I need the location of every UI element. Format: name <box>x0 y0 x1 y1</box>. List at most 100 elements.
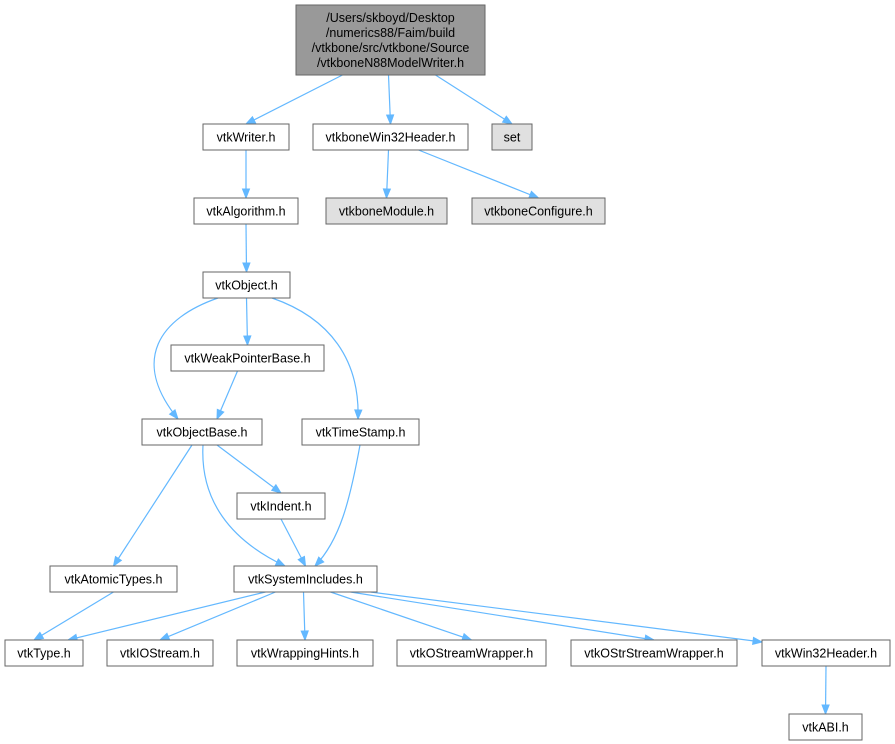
edge-vtkSystemIncludes-to-vtkWin32Header <box>370 591 764 645</box>
node-vtkIndent[interactable]: vtkIndent.h <box>236 492 326 520</box>
edge-vtkWin32Header-to-vtkABI-arrowhead <box>821 704 830 716</box>
node-vtkAtomicTypes[interactable]: vtkAtomicTypes.h <box>49 565 178 593</box>
node-vtkObjectBase-box <box>141 418 263 446</box>
node-vtkObject-box <box>202 271 291 299</box>
node-vtkABI-label: vtkABI.h <box>802 721 849 735</box>
node-vtkABI[interactable]: vtkABI.h <box>788 713 863 741</box>
edge-vtkObjectBase-to-vtkAtomicTypes-arrowhead <box>112 555 123 568</box>
edge-root-to-vtkboneWin32Header <box>385 74 395 126</box>
node-vtkWin32Header-label: vtkWin32Header.h <box>775 647 877 661</box>
node-vtkboneModule[interactable]: vtkboneModule.h <box>325 197 448 225</box>
edge-vtkboneWin32Header-to-vtkboneModule-arrowhead <box>382 188 392 200</box>
node-vtkboneConfigure-box <box>471 197 606 225</box>
edge-root-to-set-arrowhead <box>501 115 514 125</box>
edge-vtkAtomicTypes-to-vtkType-arrowhead <box>32 631 45 641</box>
edge-vtkSystemIncludes-to-vtkIOStream-line <box>159 591 276 641</box>
nodes-layer: /Users/skboyd/Desktop/numerics88/Faim/bu… <box>4 4 891 741</box>
edge-vtkTimeStamp-to-vtkSystemIncludes-arrowhead <box>314 556 325 567</box>
node-vtkOStrStreamWrapper-box <box>570 639 738 667</box>
edge-vtkObjectBase-to-vtkSystemIncludes-arrowhead <box>274 558 287 567</box>
node-vtkObject-label: vtkObject.h <box>215 279 278 293</box>
node-vtkType-box <box>4 639 84 667</box>
node-vtkWin32Header-box <box>761 639 891 667</box>
node-vtkWeakPointerBase-box <box>170 344 325 372</box>
node-vtkABI-box <box>788 713 863 741</box>
node-vtkWeakPointerBase[interactable]: vtkWeakPointerBase.h <box>170 344 325 372</box>
node-vtkboneWin32Header-box <box>312 123 469 151</box>
node-vtkAtomicTypes-box <box>49 565 178 593</box>
edge-vtkObjectBase-to-vtkIndent-line <box>216 444 282 494</box>
node-vtkType-label: vtkType.h <box>17 647 71 661</box>
node-vtkOStrStreamWrapper[interactable]: vtkOStrStreamWrapper.h <box>570 639 738 667</box>
edge-vtkboneWin32Header-to-vtkboneConfigure-line <box>418 149 539 199</box>
edge-vtkSystemIncludes-to-vtkWin32Header-line <box>370 591 763 643</box>
node-vtkTimeStamp[interactable]: vtkTimeStamp.h <box>301 418 420 446</box>
node-vtkAtomicTypes-label: vtkAtomicTypes.h <box>65 573 163 587</box>
edge-vtkObject-to-vtkTimeStamp <box>271 297 363 421</box>
node-vtkAlgorithm-label: vtkAlgorithm.h <box>206 205 285 219</box>
node-vtkWriter-label: vtkWriter.h <box>217 131 276 145</box>
node-vtkObject[interactable]: vtkObject.h <box>202 271 291 299</box>
node-vtkOStrStreamWrapper-label: vtkOStrStreamWrapper.h <box>584 647 723 661</box>
edge-vtkObject-to-vtkTimeStamp-line <box>271 297 359 420</box>
edge-vtkWeakPointerBase-to-vtkObjectBase-arrowhead <box>216 408 225 421</box>
node-vtkboneConfigure[interactable]: vtkboneConfigure.h <box>471 197 606 225</box>
node-vtkAlgorithm-box <box>193 197 299 225</box>
node-vtkWeakPointerBase-label: vtkWeakPointerBase.h <box>184 352 310 366</box>
node-vtkWriter[interactable]: vtkWriter.h <box>202 123 290 151</box>
edge-vtkObject-to-vtkObjectBase-line <box>153 297 219 420</box>
node-set-label: set <box>504 131 521 145</box>
node-vtkWrappingHints[interactable]: vtkWrappingHints.h <box>236 639 374 667</box>
edge-vtkObjectBase-to-vtkIndent <box>216 444 283 494</box>
edge-vtkObject-to-vtkWeakPointerBase <box>243 297 252 347</box>
node-root[interactable]: /Users/skboyd/Desktop/numerics88/Faim/bu… <box>295 4 486 76</box>
edge-vtkObject-to-vtkTimeStamp-arrowhead <box>354 409 363 421</box>
node-vtkSystemIncludes[interactable]: vtkSystemIncludes.h <box>233 565 378 593</box>
node-vtkboneModule-label: vtkboneModule.h <box>339 205 434 219</box>
edge-vtkSystemIncludes-to-vtkOStrStreamWrapper <box>350 591 656 643</box>
edge-vtkAtomicTypes-to-vtkType-line <box>33 591 114 641</box>
edge-vtkObjectBase-to-vtkIndent-arrowhead <box>270 483 283 494</box>
edge-vtkSystemIncludes-to-vtkWin32Header-arrowhead <box>752 636 764 645</box>
node-root-label-line-3: /vtkbone/src/vtkbone/Source <box>312 41 470 55</box>
node-vtkOStreamWrapper-label: vtkOStreamWrapper.h <box>410 647 533 661</box>
node-vtkTimeStamp-label: vtkTimeStamp.h <box>316 426 406 440</box>
edge-root-to-vtkWriter <box>244 74 343 125</box>
edge-vtkboneWin32Header-to-vtkboneConfigure <box>418 149 540 199</box>
edge-vtkWeakPointerBase-to-vtkObjectBase <box>216 370 239 421</box>
edge-vtkAlgorithm-to-vtkObject <box>242 223 251 274</box>
edge-vtkAlgorithm-to-vtkObject-arrowhead <box>242 262 251 274</box>
node-vtkOStreamWrapper-box <box>396 639 547 667</box>
edge-root-to-set-line <box>435 74 513 125</box>
edge-vtkTimeStamp-to-vtkSystemIncludes-line <box>314 444 361 567</box>
edge-vtkObject-to-vtkObjectBase-arrowhead <box>168 408 179 421</box>
edge-vtkTimeStamp-to-vtkSystemIncludes <box>314 444 361 567</box>
edge-vtkObjectBase-to-vtkAtomicTypes <box>112 444 193 568</box>
edge-root-to-set <box>435 74 514 125</box>
node-vtkOStreamWrapper[interactable]: vtkOStreamWrapper.h <box>396 639 547 667</box>
edge-vtkObject-to-vtkObjectBase <box>153 297 219 421</box>
node-vtkAlgorithm[interactable]: vtkAlgorithm.h <box>193 197 299 225</box>
node-set[interactable]: set <box>491 123 533 151</box>
node-vtkIOStream[interactable]: vtkIOStream.h <box>106 639 214 667</box>
edges-layer <box>32 74 830 716</box>
node-vtkWrappingHints-label: vtkWrappingHints.h <box>251 647 359 661</box>
node-vtkWrappingHints-box <box>236 639 374 667</box>
node-root-label-line-4: /vtkboneN88ModelWriter.h <box>317 56 464 70</box>
node-root-label-line-2: /numerics88/Faim/build <box>326 26 455 40</box>
node-vtkboneModule-box <box>325 197 448 225</box>
node-vtkIndent-box <box>236 492 326 520</box>
edge-vtkWin32Header-to-vtkABI <box>821 665 830 716</box>
edge-vtkIndent-to-vtkSystemIncludes-arrowhead <box>297 555 307 568</box>
node-vtkSystemIncludes-label: vtkSystemIncludes.h <box>248 573 363 587</box>
node-vtkIOStream-label: vtkIOStream.h <box>120 647 200 661</box>
node-vtkObjectBase[interactable]: vtkObjectBase.h <box>141 418 263 446</box>
edge-vtkSystemIncludes-to-vtkWrappingHints <box>300 591 309 642</box>
edge-root-to-vtkWriter-line <box>245 74 343 125</box>
node-vtkType[interactable]: vtkType.h <box>4 639 84 667</box>
edge-vtkSystemIncludes-to-vtkWrappingHints-arrowhead <box>300 630 309 642</box>
node-vtkWin32Header[interactable]: vtkWin32Header.h <box>761 639 891 667</box>
node-set-box <box>491 123 533 151</box>
node-vtkboneWin32Header[interactable]: vtkboneWin32Header.h <box>312 123 469 151</box>
